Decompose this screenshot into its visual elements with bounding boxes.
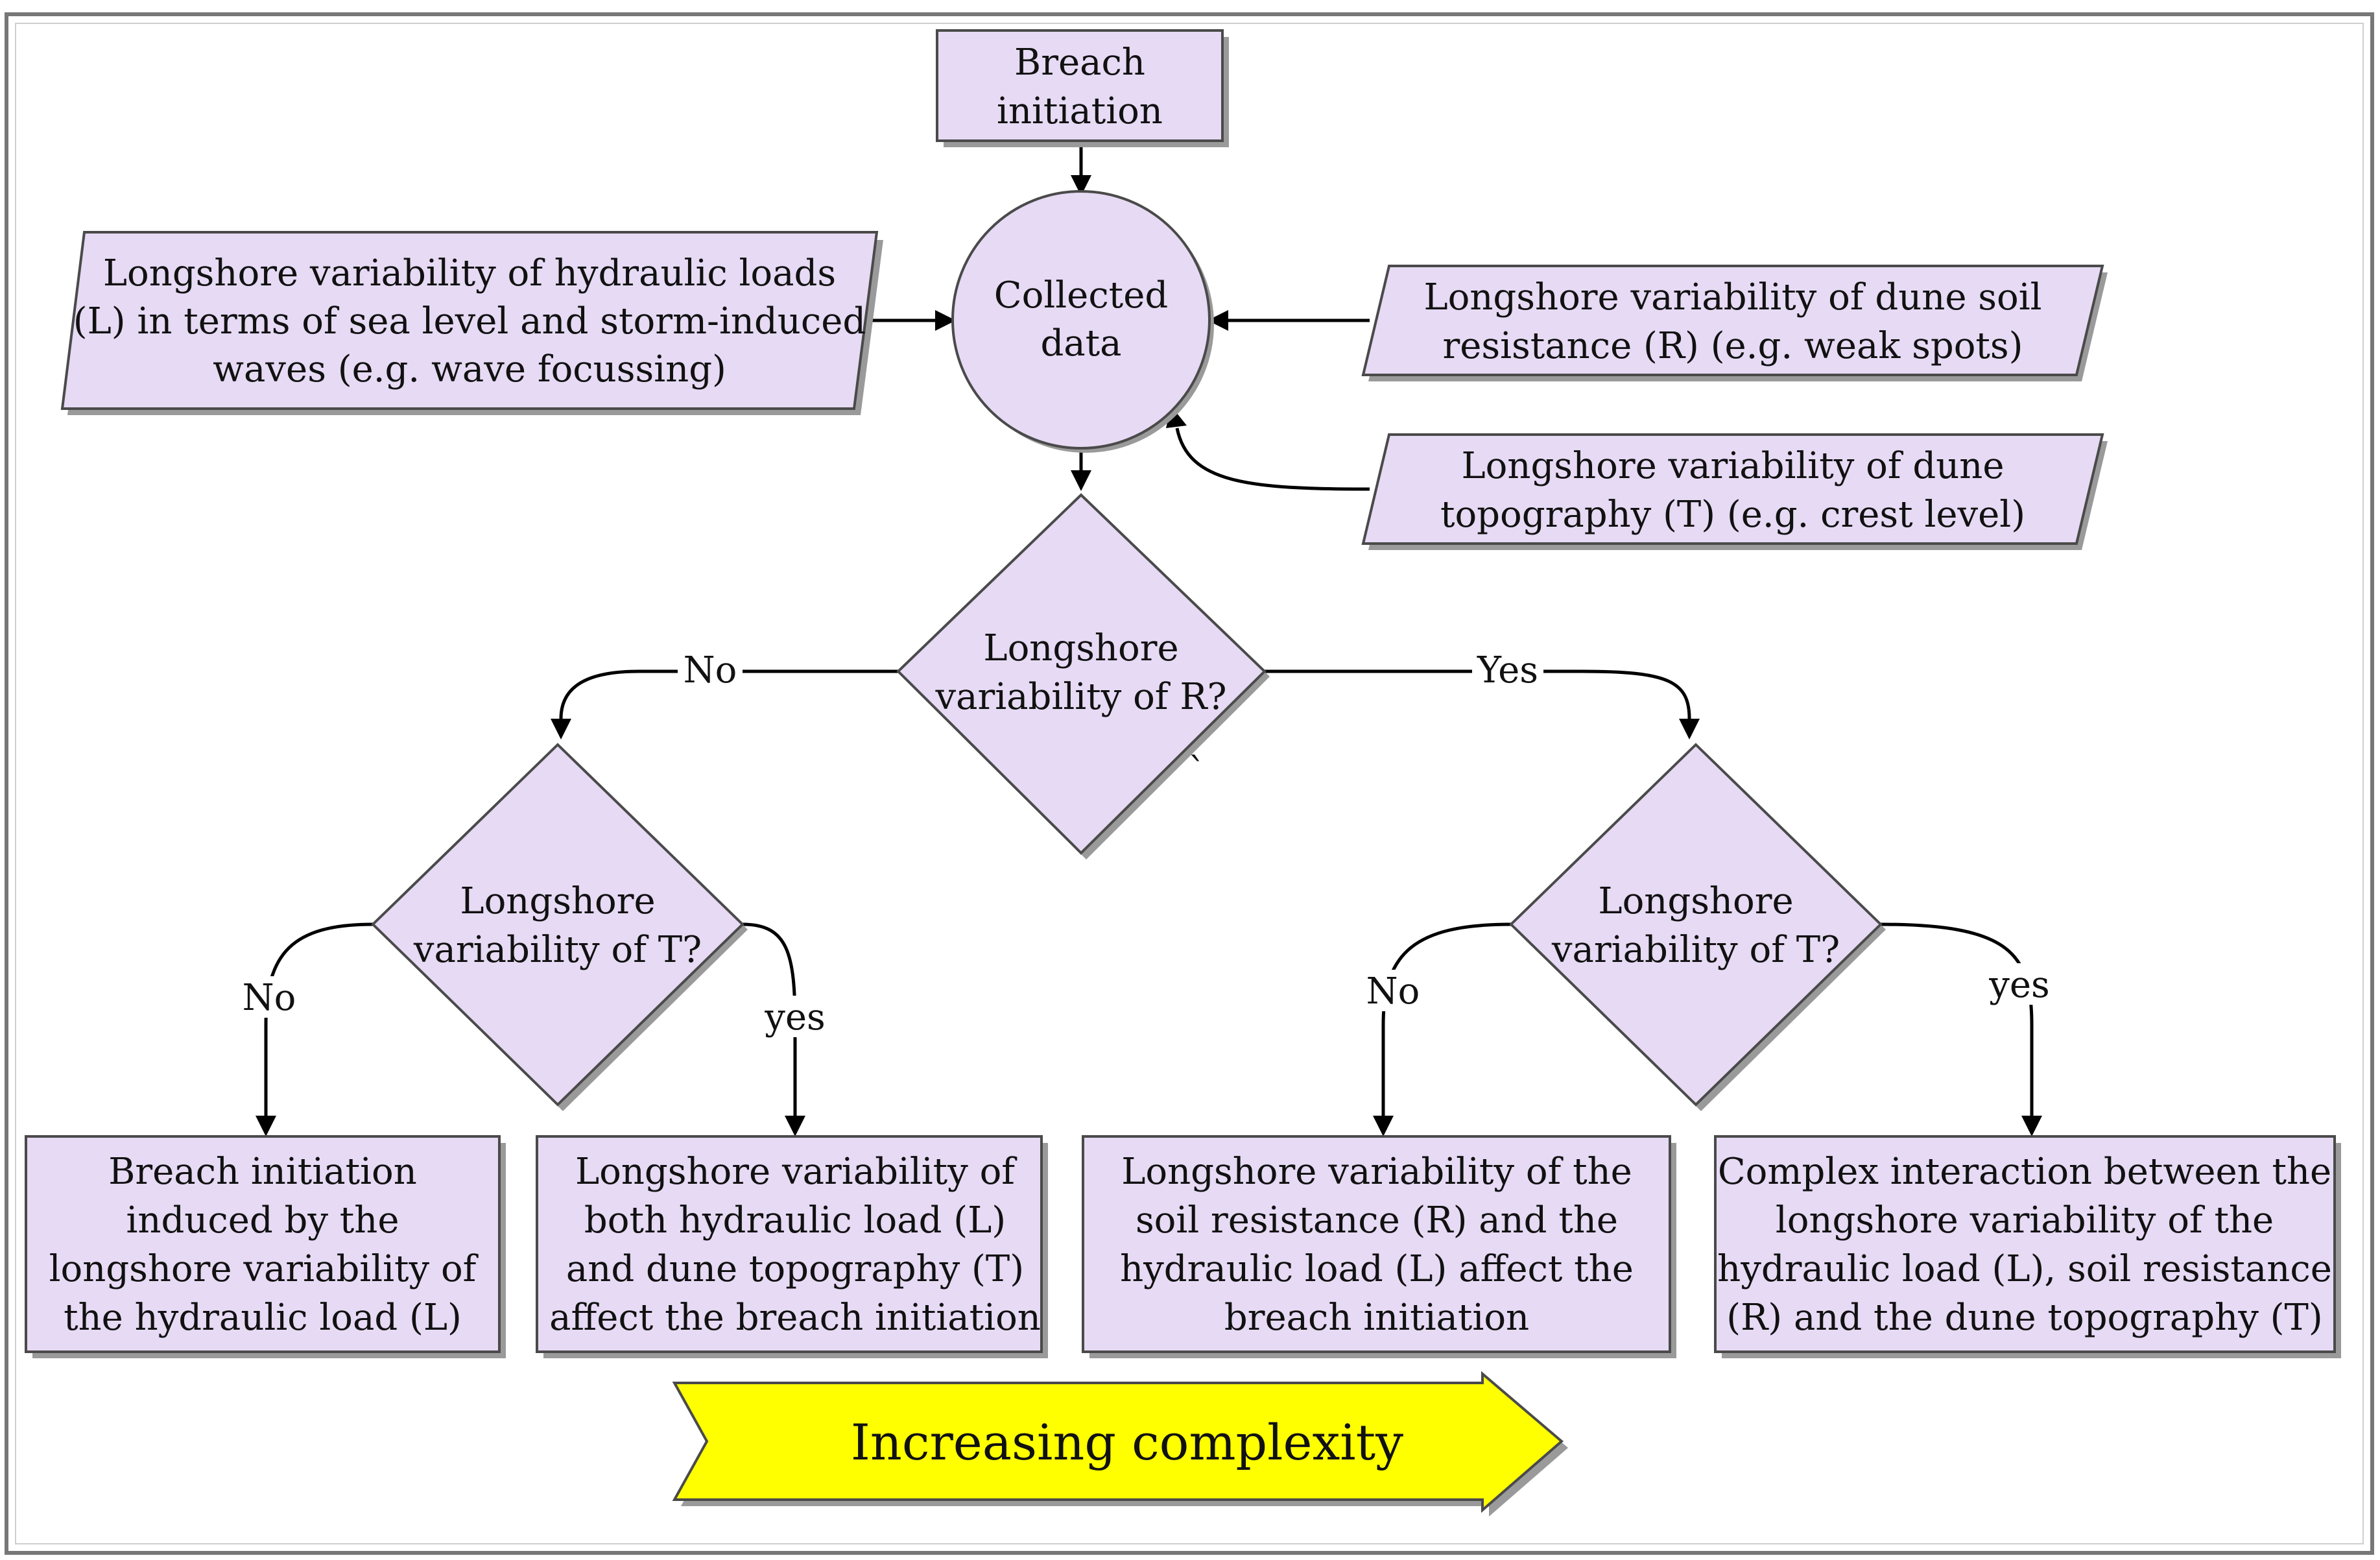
outcome-1-line-3: longshore variability of [49,1248,479,1290]
arrowhead-tr-no [1373,1116,1394,1136]
decision-t-left-line-1: Longshore [460,880,655,922]
collected-data-line-1: Collected [994,274,1168,317]
decision-t-left: Longshore variability of T? [371,743,748,1111]
edge-label-tr-yes: yes [1988,964,2050,1006]
outcome-2-line-4: affect the breach initiation [549,1297,1041,1339]
edge-label-tl-yes: yes [764,996,826,1038]
outcome-3: Longshore variability of the soil resist… [1082,1135,1676,1358]
outcome-1-line-2: induced by the [126,1199,399,1242]
node-hydraulic-loads: Longshore variability of hydraulic loads… [60,231,883,415]
outcome-3-line-2: soil resistance (R) and the [1136,1199,1618,1242]
edge-label-r-no: No [684,649,737,691]
outcome-1-line-1: Breach initiation [108,1151,417,1193]
node-collected-data: Collected data [951,190,1214,453]
outcome-4: Complex interaction between the longshor… [1714,1135,2341,1358]
arrowhead-loads-to-data [935,310,956,331]
outcome-2-line-3: and dune topography (T) [566,1248,1024,1290]
decision-r-line-1: Longshore [983,627,1178,669]
connector-topography-to-data [1175,427,1370,491]
complexity-arrow-shape [672,1371,1564,1513]
increasing-complexity-label: Increasing complexity [851,1413,1403,1471]
outcome-1-line-4: the hydraulic load (L) [64,1297,462,1339]
soil-resistance-line-1: Longshore variability of dune soil [1423,276,2041,318]
outcome-4-line-3: hydraulic load (L), soil resistance [1717,1248,2332,1290]
decision-r: Longshore variability of R? [896,493,1270,859]
dune-topography-line-2: topography (T) (e.g. crest level) [1440,494,2025,536]
edge-label-bg-r-yes [1472,649,1543,690]
breach-initiation-line-2: initiation [997,90,1163,132]
edge-label-bg-tl-yes [760,996,830,1037]
connector-r-yes [1265,669,1691,719]
connector-r-no [559,669,898,719]
arrowhead-tl-yes [785,1116,805,1136]
decision-t-right-line-2: variability of T? [1551,929,1840,971]
edge-label-tr-no: No [1366,970,1420,1013]
arrowhead-breach-to-data [1071,175,1091,196]
arrowhead-data-to-decision-r [1071,470,1091,491]
outcome-3-line-4: breach initiation [1224,1297,1529,1339]
outcome-4-line-1: Complex interaction between the [1718,1151,2331,1193]
decision-t-left-line-2: variability of T? [413,929,702,971]
edge-label-bg-tr-yes [1983,963,2056,1005]
outcome-3-line-3: hydraulic load (L) affect the [1120,1248,1634,1290]
outcome-2: Longshore variability of both hydraulic … [536,1135,1048,1358]
hydraulic-loads-line-1: Longshore variability of hydraulic loads [103,252,836,294]
outcome-2-line-1: Longshore variability of [575,1151,1017,1193]
arrowhead-soil-to-data [1208,310,1228,331]
collected-data-line-2: data [1040,322,1121,365]
node-dune-topography: Longshore variability of dune topography… [1361,433,2108,550]
dune-topography-line-1: Longshore variability of dune [1461,445,2004,487]
stray-mark: ` [1188,750,1206,793]
edge-label-tl-no: No [243,977,296,1019]
connector-tr-yes [1880,922,2034,1116]
edge-label-bg-tl-no [240,976,298,1018]
hydraulic-loads-line-2: (L) in terms of sea level and storm-indu… [73,300,866,342]
decision-t-right-line-1: Longshore [1598,880,1793,922]
arrowhead-r-no [551,719,571,739]
edge-label-bg-tr-no [1362,970,1424,1011]
increasing-complexity-arrow: Increasing complexity [672,1371,1568,1517]
outcome-3-line-1: Longshore variability of the [1121,1151,1632,1193]
arrowhead-tr-yes [2021,1116,2042,1136]
outcome-2-line-2: both hydraulic load (L) [584,1199,1006,1242]
arrowhead-r-yes [1679,719,1700,739]
hydraulic-loads-line-3: waves (e.g. wave focussing) [213,348,726,390]
node-soil-resistance: Longshore variability of dune soil resis… [1361,265,2108,381]
outcome-4-line-2: longshore variability of the [1776,1199,2274,1242]
breach-initiation-line-1: Breach [1014,42,1145,84]
arrowhead-tl-no [256,1116,276,1136]
diagram-frame-inner [15,23,2364,1544]
node-breach-initiation: Breach initiation [936,29,1229,147]
decision-r-line-2: variability of R? [934,676,1226,718]
soil-resistance-line-2: resistance (R) (e.g. weak spots) [1442,325,2023,367]
edge-label-r-yes: Yes [1477,649,1538,691]
outcome-1: Breach initiation induced by the longsho… [25,1135,506,1358]
outcome-4-line-4: (R) and the dune topography (T) [1726,1297,2322,1339]
decision-t-right: Longshore variability of T? [1509,743,1886,1111]
edge-label-bg-r-no [678,649,743,690]
